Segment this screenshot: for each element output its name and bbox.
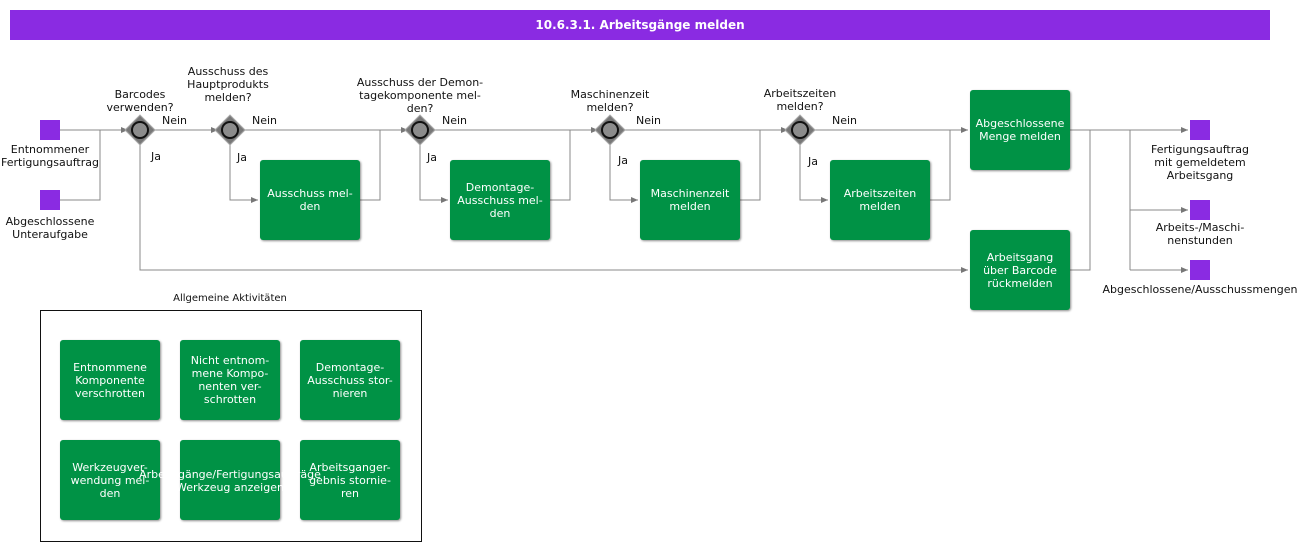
task-werkzeug-anzeigen[interactable] <box>180 440 280 520</box>
gateway-label: Ausschuss der Demon- tagekomponente mel-… <box>356 76 484 115</box>
start-event-unteraufgabe[interactable] <box>40 190 60 210</box>
start-event-label: Abgeschlossene Unteraufgabe <box>5 215 95 241</box>
task-arbeitsgang-barcode[interactable]: Arbeitsgang über Barcode rückmelden <box>970 230 1070 310</box>
end-event-mengen[interactable] <box>1190 260 1210 280</box>
gateway-label: Ausschuss des Hauptprodukts melden? <box>187 65 269 104</box>
branch-label-no: Nein <box>832 114 858 127</box>
task-werkzeugverwendung-melden[interactable]: Werkzeugver- wendung mel- den <box>60 440 160 520</box>
branch-label-yes: Ja <box>151 150 161 163</box>
gateway-circle-icon <box>221 121 239 139</box>
end-event-label: Abgeschlossene/Ausschussmengen <box>1102 283 1298 296</box>
end-event-fertigungsauftrag[interactable] <box>1190 120 1210 140</box>
start-event-fertigungsauftrag[interactable] <box>40 120 60 140</box>
task-maschinenzeit-melden[interactable]: Maschinenzeit melden <box>640 160 740 240</box>
task-abgeschlossene-menge-melden[interactable]: Abgeschlossene Menge melden <box>970 90 1070 170</box>
gateway-label: Barcodes verwenden? <box>106 88 174 114</box>
task-arbeitsgangergebnis-stornieren[interactable]: Arbeitsganger- gebnis stornie- ren <box>300 440 400 520</box>
task-nicht-entnommene-verschrotten[interactable]: Nicht entnom- mene Kompo- nenten ver- sc… <box>180 340 280 420</box>
task-arbeitszeiten-melden[interactable]: Arbeitszeiten melden <box>830 160 930 240</box>
task-ausschuss-melden[interactable]: Ausschuss mel- den <box>260 160 360 240</box>
branch-label-yes: Ja <box>618 154 628 167</box>
gateway-label: Arbeitszeiten melden? <box>763 87 837 113</box>
gateway-circle-icon <box>131 121 149 139</box>
branch-label-yes: Ja <box>427 151 437 164</box>
branch-label-yes: Ja <box>808 155 818 168</box>
task-demontage-stornieren[interactable]: Demontage- Ausschuss stor- nieren <box>300 340 400 420</box>
gateway-circle-icon <box>791 121 809 139</box>
branch-label-yes: Ja <box>237 151 247 164</box>
gateway-circle-icon <box>411 121 429 139</box>
branch-label-no: Nein <box>636 114 662 127</box>
start-event-label: Entnommener Fertigungsauftrag <box>1 143 99 169</box>
general-activities-title: Allgemeine Aktivitäten <box>173 293 287 304</box>
end-event-label: Arbeits-/Maschi- nenstunden <box>1155 221 1245 247</box>
task-werkzeug-anzeigen-label: Arbeitsgänge/Fertigungsaufträge Werkzeug… <box>139 468 321 494</box>
branch-label-no: Nein <box>442 114 468 127</box>
gateway-label: Maschinenzeit melden? <box>570 88 650 114</box>
task-demontage-ausschuss-melden[interactable]: Demontage- Ausschuss mel- den <box>450 160 550 240</box>
end-event-stunden[interactable] <box>1190 200 1210 220</box>
diagram-title: 10.6.3.1. Arbeitsgänge melden <box>10 10 1270 40</box>
gateway-circle-icon <box>601 121 619 139</box>
branch-label-no: Nein <box>162 114 188 127</box>
general-activities-box <box>40 310 422 542</box>
end-event-label: Fertigungsauftrag mit gemeldetem Arbeits… <box>1151 143 1249 182</box>
branch-label-no: Nein <box>252 114 278 127</box>
task-komponente-verschrotten[interactable]: Entnommene Komponente verschrotten <box>60 340 160 420</box>
